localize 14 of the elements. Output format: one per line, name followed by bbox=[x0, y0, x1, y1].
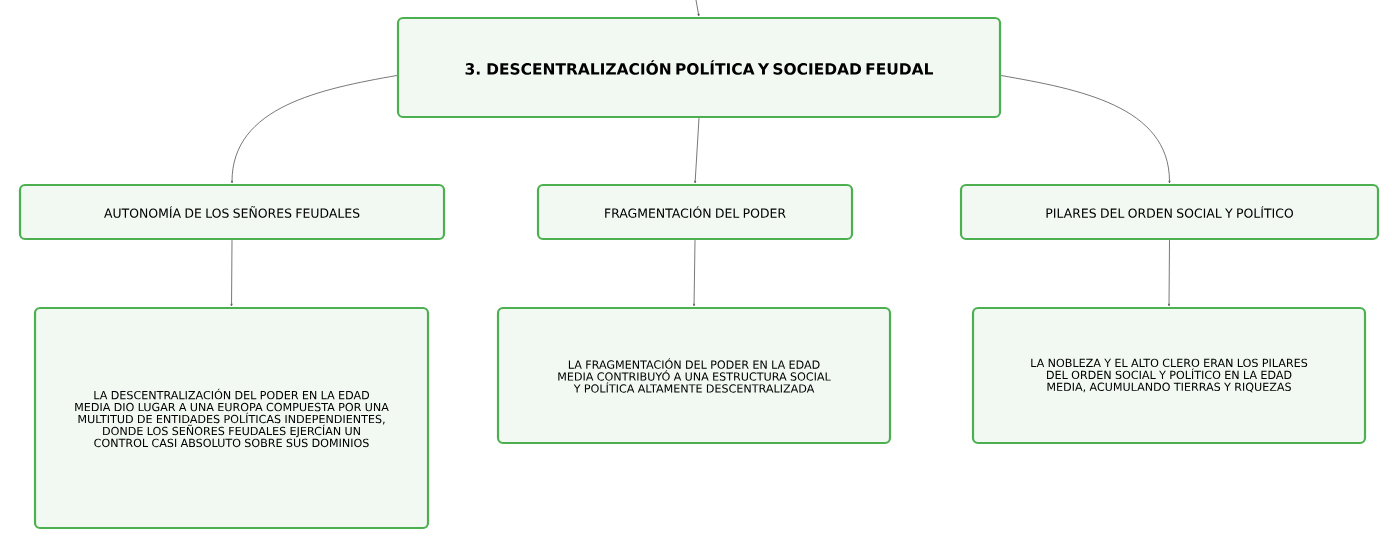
arrow bbox=[1167, 239, 1171, 307]
description-box: LA NOBLEZA Y EL ALTO CLERO ERAN LOS PILARES DEL ORDEN SOCIAL Y POLÍTICO EN LA EDAD MEDIA, ACUMULANDO TIERRAS Y RIQUEZAS bbox=[971, 306, 1367, 445]
arrow bbox=[694, 117, 700, 184]
arrow bbox=[1000, 75, 1171, 184]
description-box: LA DESCENTRALIZACIÓN DEL PODER EN LA EDAD MEDIA DIO LUGAR A UNA EUROPA COMPUESTA POR UNA MULTITUD DE ENTIDADES POLÍTICAS INDEPENDIENTES, DONDE LOS SEÑORES FEUDALES EJERCÍAN UN CONTROL CASI ABSOLUTO SOBRE SUS DOMINIOS bbox=[33, 306, 430, 530]
arrow bbox=[230, 75, 398, 184]
topic-box: 3. DESCENTRALIZACIÓN POLÍTICA Y SOCIEDAD FEUDAL bbox=[396, 16, 1002, 119]
description-box: LA FRAGMENTACIÓN DEL PODER EN LA EDAD MEDIA CONTRIBUYÓ A UNA ESTRUCTURA SOCIAL Y POLÍTICA ALTAMENTE DESCENTRALIZADA bbox=[496, 306, 892, 445]
arrow bbox=[692, 239, 696, 307]
subtopic-box: FRAGMENTACIÓN DEL PODER bbox=[536, 183, 854, 241]
subtopic-box: AUTONOMÍA DE LOS SEÑORES FEUDALES bbox=[18, 183, 446, 241]
arrow bbox=[230, 239, 233, 307]
subtopic-box: PILARES DEL ORDEN SOCIAL Y POLÍTICO bbox=[959, 183, 1380, 241]
arrow bbox=[695, 0, 700, 17]
